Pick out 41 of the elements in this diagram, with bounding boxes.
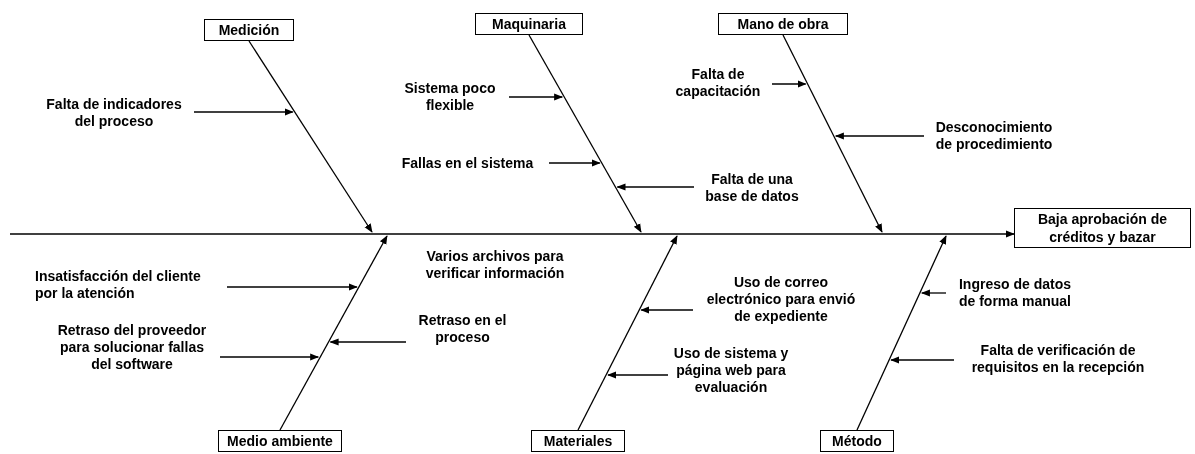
cause-text: Desconocimiento de procedimiento (928, 119, 1060, 153)
arrow (834, 132, 925, 140)
cause-text: Falta de una base de datos (698, 171, 806, 205)
arrow (890, 356, 955, 364)
cause-text: Retraso en el proceso (410, 312, 515, 346)
arrow (771, 80, 807, 88)
bone-arrow (856, 235, 947, 431)
cause-text: Uso de correo electrónico para envió de expediente (697, 274, 865, 325)
category-box: Medición (204, 19, 294, 41)
bone-arrow (528, 34, 642, 233)
cause-text: Sistema poco flexible (395, 80, 505, 114)
arrow (193, 108, 294, 116)
bone-arrow (248, 40, 373, 233)
arrow (920, 289, 947, 297)
cause-text: Falta de capacitación (668, 66, 768, 100)
bone-arrow (279, 235, 388, 431)
cause-text: Fallas en el sistema (390, 155, 545, 172)
category-box: Materiales (531, 430, 625, 452)
cause-text: Retraso del proveedor para solucionar fallas del software (48, 322, 216, 373)
category-box: Maquinaria (475, 13, 583, 35)
cause-text: Varios archivos para verificar información (424, 248, 566, 282)
bone-arrow (577, 235, 678, 431)
cause-text: Uso de sistema y página web para evaluación (672, 345, 790, 396)
arrow (548, 159, 601, 167)
spine-arrow (9, 230, 1015, 238)
bone-arrow (782, 34, 883, 233)
effect-box: Baja aprobación de créditos y bazar (1014, 208, 1191, 248)
arrow (329, 338, 407, 346)
arrow (508, 93, 564, 101)
cause-text: Falta de verificación de requisitos en la recepción (958, 342, 1158, 376)
arrow (607, 371, 669, 379)
category-box: Medio ambiente (218, 430, 342, 452)
category-box: Mano de obra (718, 13, 848, 35)
cause-text: Insatisfacción del cliente por la atención (35, 268, 223, 302)
arrow (640, 306, 694, 314)
arrow (616, 183, 695, 191)
arrow (219, 353, 320, 361)
arrow (226, 283, 358, 291)
cause-text: Ingreso de datos de forma manual (950, 276, 1080, 310)
cause-text: Falta de indicadores del proceso (38, 96, 190, 130)
category-box: Método (820, 430, 894, 452)
